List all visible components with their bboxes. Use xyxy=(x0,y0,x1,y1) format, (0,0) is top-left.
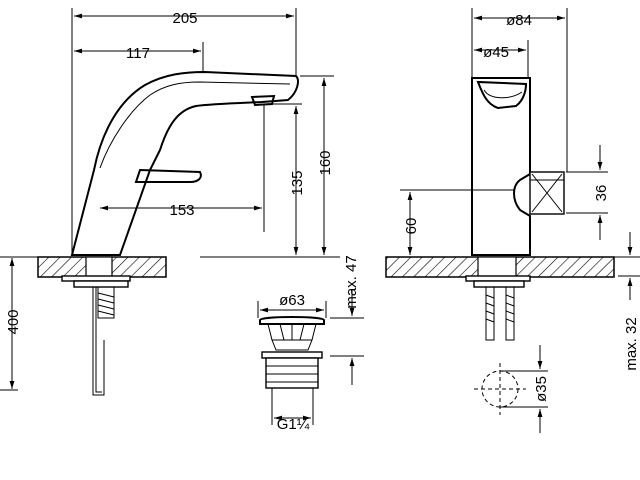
dim-diameter-body: ø84 xyxy=(506,12,532,29)
dim-spout-reach: 153 xyxy=(169,202,194,219)
dim-thread: G1¼ xyxy=(277,416,310,433)
dim-width-lever: 117 xyxy=(126,45,150,62)
dim-diameter-waste: ø63 xyxy=(279,292,305,309)
dim-width-total: 205 xyxy=(172,10,197,27)
dim-below-deck: 400 xyxy=(5,309,22,334)
front-thread-marks xyxy=(485,294,515,323)
faucet-side-outline xyxy=(70,70,299,256)
dim-max-thickness: max. 47 xyxy=(343,255,360,308)
dim-diameter-top: ø45 xyxy=(483,44,509,61)
dim-lever-height: 36 xyxy=(593,185,610,202)
dim-height-spout: 135 xyxy=(289,170,306,195)
side-view xyxy=(0,8,340,396)
dim-height-total: 160 xyxy=(317,150,334,175)
faucet-front-body xyxy=(471,77,531,256)
dim-deck-height: 60 xyxy=(403,218,420,235)
dim-max-right: max. 32 xyxy=(623,317,640,370)
dim-hole-diameter: ø35 xyxy=(533,376,550,402)
waste-valve xyxy=(257,290,364,425)
front-view xyxy=(385,8,640,433)
thread-marks xyxy=(97,292,115,316)
